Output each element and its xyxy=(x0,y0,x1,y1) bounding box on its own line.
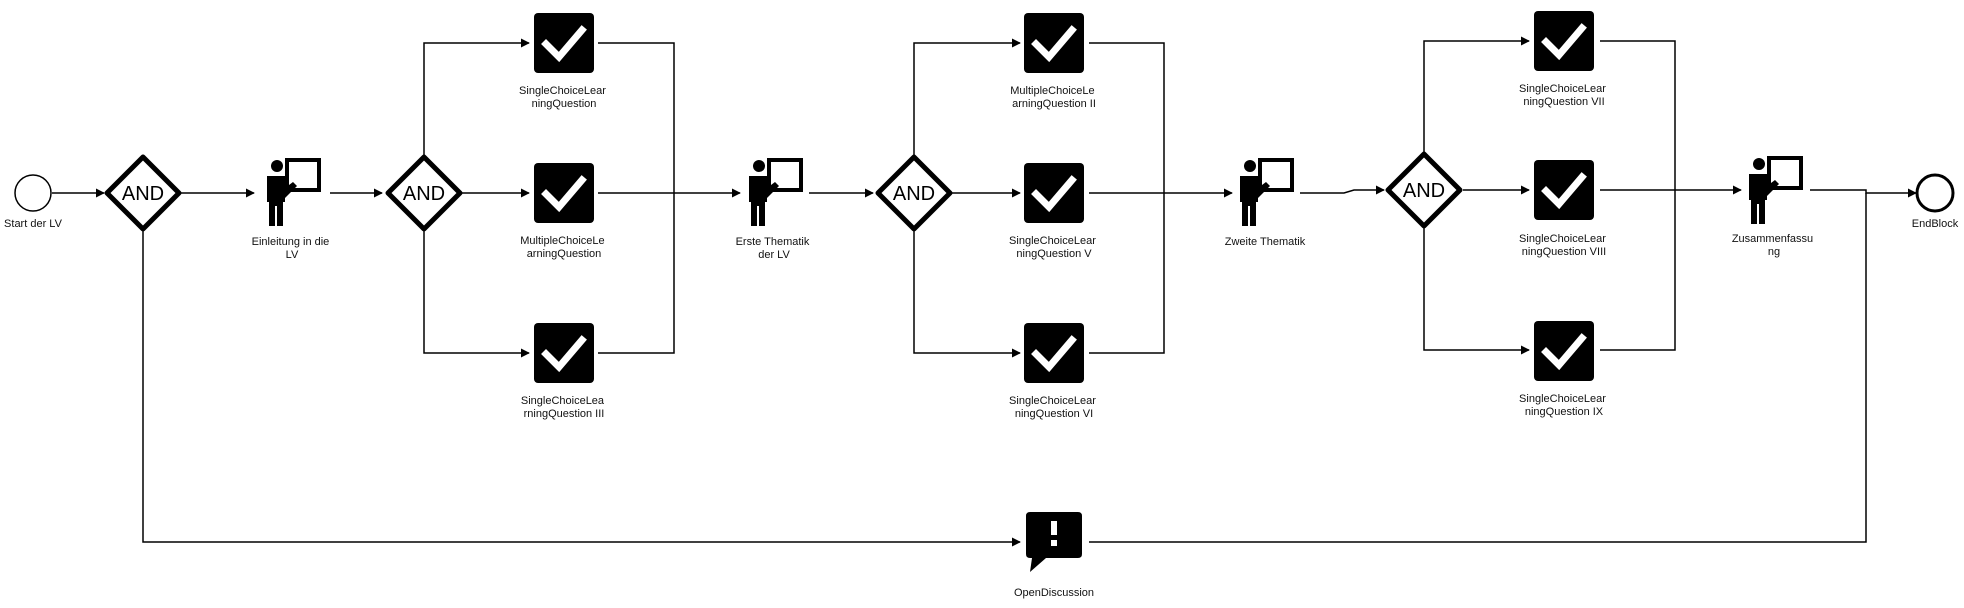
question-1-label-line-2: ningQuestion xyxy=(532,98,597,110)
question-3[interactable]: SingleChoiceLea rningQuestion III xyxy=(521,323,607,420)
question-7[interactable]: SingleChoiceLear ningQuestion VII xyxy=(1519,11,1609,108)
svg-text:Erste Thematik der LV: Erste Thematik der LV xyxy=(736,236,813,261)
checkmark-icon xyxy=(534,323,594,383)
question-4-label-line-1: MultipleChoiceLe xyxy=(1010,85,1094,97)
svg-text:Zweite Thematik: Zweite Thematik xyxy=(1225,236,1306,248)
question-3-label-line-1: SingleChoiceLea xyxy=(521,395,605,407)
question-7-label-line-1: SingleChoiceLear xyxy=(1519,83,1606,95)
question-8-label-line-1: SingleChoiceLear xyxy=(1519,233,1606,245)
presenter-icon xyxy=(1749,158,1801,224)
svg-text:Zusammenfassu ng: Zusammenfassu ng xyxy=(1732,233,1816,258)
edge-question-9-to-lecture-4 xyxy=(1600,190,1676,351)
start-event-label: Start der LV xyxy=(4,218,63,230)
edge-gateway-3-to-question-6 xyxy=(913,231,1021,358)
svg-text:SingleChoiceLear ningQue: SingleChoiceLear ningQuestion VI xyxy=(1009,395,1099,420)
question-1-label-line-1: SingleChoiceLear xyxy=(519,85,606,97)
question-6[interactable]: SingleChoiceLear ningQuestion VI xyxy=(1009,323,1099,420)
edge-gateway-1-to-discussion xyxy=(142,231,1021,547)
question-5-label-line-2: ningQuestion V xyxy=(1016,248,1092,260)
gateway-4[interactable]: AND xyxy=(1385,151,1463,229)
question-9-label-line-2: ningQuestion IX xyxy=(1525,406,1604,418)
edges xyxy=(52,36,1917,547)
question-3-label-line-2: rningQuestion III xyxy=(524,408,605,420)
end-event-label: EndBlock xyxy=(1912,218,1959,230)
question-4[interactable]: MultipleChoiceLe arningQuestion II xyxy=(1010,13,1097,110)
svg-text:Einleitung in die LV: Einleitung in die LV xyxy=(252,236,333,261)
edge-question-6-to-lecture-3 xyxy=(1089,193,1165,354)
question-9-label-line-1: SingleChoiceLear xyxy=(1519,393,1606,405)
svg-text:MultipleChoiceLe arningQ: MultipleChoiceLe arningQuestion II xyxy=(1010,85,1097,110)
edge-gateway-4-to-question-7 xyxy=(1423,36,1530,152)
open-discussion[interactable]: OpenDiscussion xyxy=(1014,512,1094,599)
lecture-2-label-line-2: der LV xyxy=(758,249,790,261)
checkmark-icon xyxy=(534,163,594,223)
gateway-3[interactable]: AND xyxy=(875,154,953,232)
lecture-1[interactable]: Einleitung in die LV xyxy=(252,160,333,261)
svg-text:SingleChoiceLear ningQue: SingleChoiceLear ningQuestion VIII xyxy=(1519,233,1609,258)
gateway-3-label: AND xyxy=(893,183,935,205)
edge-gateway-2-to-question-3 xyxy=(423,231,530,358)
lecture-4-label-line-1: Zusammenfassu xyxy=(1732,233,1813,245)
gateway-2[interactable]: AND xyxy=(385,154,463,232)
question-6-label-line-1: SingleChoiceLear xyxy=(1009,395,1096,407)
edge-question-1-to-lecture-2 xyxy=(598,42,675,193)
question-4-label-line-2: arningQuestion II xyxy=(1012,98,1096,110)
open-discussion-label: OpenDiscussion xyxy=(1014,587,1094,599)
question-5[interactable]: SingleChoiceLear ningQuestion V xyxy=(1009,163,1099,260)
edge-gateway-2-to-question-1 xyxy=(423,38,530,155)
svg-text:SingleChoiceLear ningQue: SingleChoiceLear ningQuestion IX xyxy=(1519,393,1609,418)
question-6-label-line-2: ningQuestion VI xyxy=(1015,408,1093,420)
edge-question-7-to-lecture-4 xyxy=(1600,40,1676,190)
lecture-2[interactable]: Erste Thematik der LV xyxy=(736,160,813,261)
end-event[interactable]: EndBlock xyxy=(1912,173,1959,230)
svg-text:MultipleChoiceLe arningQ: MultipleChoiceLe arningQuestion xyxy=(520,235,607,260)
question-2-label-line-1: MultipleChoiceLe xyxy=(520,235,604,247)
gateway-1[interactable]: AND xyxy=(104,154,182,232)
checkmark-icon xyxy=(1534,11,1594,71)
svg-text:SingleChoiceLear ningQue: SingleChoiceLear ningQuestion VII xyxy=(1519,83,1609,108)
svg-text:SingleChoiceLea rningQue: SingleChoiceLea rningQuestion III xyxy=(521,395,607,420)
question-5-label-line-1: SingleChoiceLear xyxy=(1009,235,1096,247)
lecture-4[interactable]: Zusammenfassu ng xyxy=(1732,158,1816,258)
presenter-icon xyxy=(1240,160,1292,226)
gateway-1-label: AND xyxy=(122,183,164,205)
edge-gateway-3-to-question-4 xyxy=(913,38,1021,155)
checkmark-icon xyxy=(1534,321,1594,381)
lecture-3[interactable]: Zweite Thematik xyxy=(1225,160,1306,248)
question-2[interactable]: MultipleChoiceLe arningQuestion xyxy=(520,163,607,260)
gateway-4-label: AND xyxy=(1403,180,1445,202)
start-event[interactable]: Start der LV xyxy=(4,174,63,230)
edge-gateway-4-to-question-9 xyxy=(1423,228,1530,355)
question-8-label-line-2: ningQuestion VIII xyxy=(1522,246,1606,258)
question-7-label-line-2: ningQuestion VII xyxy=(1523,96,1604,108)
checkmark-icon xyxy=(1024,13,1084,73)
gateway-2-label: AND xyxy=(403,183,445,205)
svg-text:SingleChoiceLear ningQue: SingleChoiceLear ningQuestion xyxy=(519,85,609,110)
presenter-icon xyxy=(267,160,319,226)
edge-question-3-to-lecture-2 xyxy=(598,193,675,354)
speech-bubble-exclamation-icon xyxy=(1026,512,1082,572)
edge-lecture-3-to-gateway-4 xyxy=(1300,185,1385,195)
checkmark-icon xyxy=(1024,163,1084,223)
checkmark-icon xyxy=(534,13,594,73)
edge-lecture-4-to-end xyxy=(1810,188,1917,198)
lecture-3-label-line-1: Zweite Thematik xyxy=(1225,236,1306,248)
edge-discussion-to-end xyxy=(1089,193,1867,543)
presenter-icon xyxy=(749,160,801,226)
question-2-label-line-2: arningQuestion xyxy=(527,248,602,260)
lecture-4-label-line-2: ng xyxy=(1768,246,1780,258)
lecture-2-label-line-1: Erste Thematik xyxy=(736,236,810,248)
lecture-1-label-line-2: LV xyxy=(286,249,299,261)
question-1[interactable]: SingleChoiceLear ningQuestion xyxy=(519,13,609,110)
svg-text:SingleChoiceLear ningQue: SingleChoiceLear ningQuestion V xyxy=(1009,235,1099,260)
checkmark-icon xyxy=(1534,160,1594,220)
lecture-1-label-line-1: Einleitung in die xyxy=(252,236,330,248)
question-8[interactable]: SingleChoiceLear ningQuestion VIII xyxy=(1519,160,1609,258)
checkmark-icon xyxy=(1024,323,1084,383)
question-9[interactable]: SingleChoiceLear ningQuestion IX xyxy=(1519,321,1609,418)
edge-question-4-to-lecture-3 xyxy=(1089,42,1165,193)
